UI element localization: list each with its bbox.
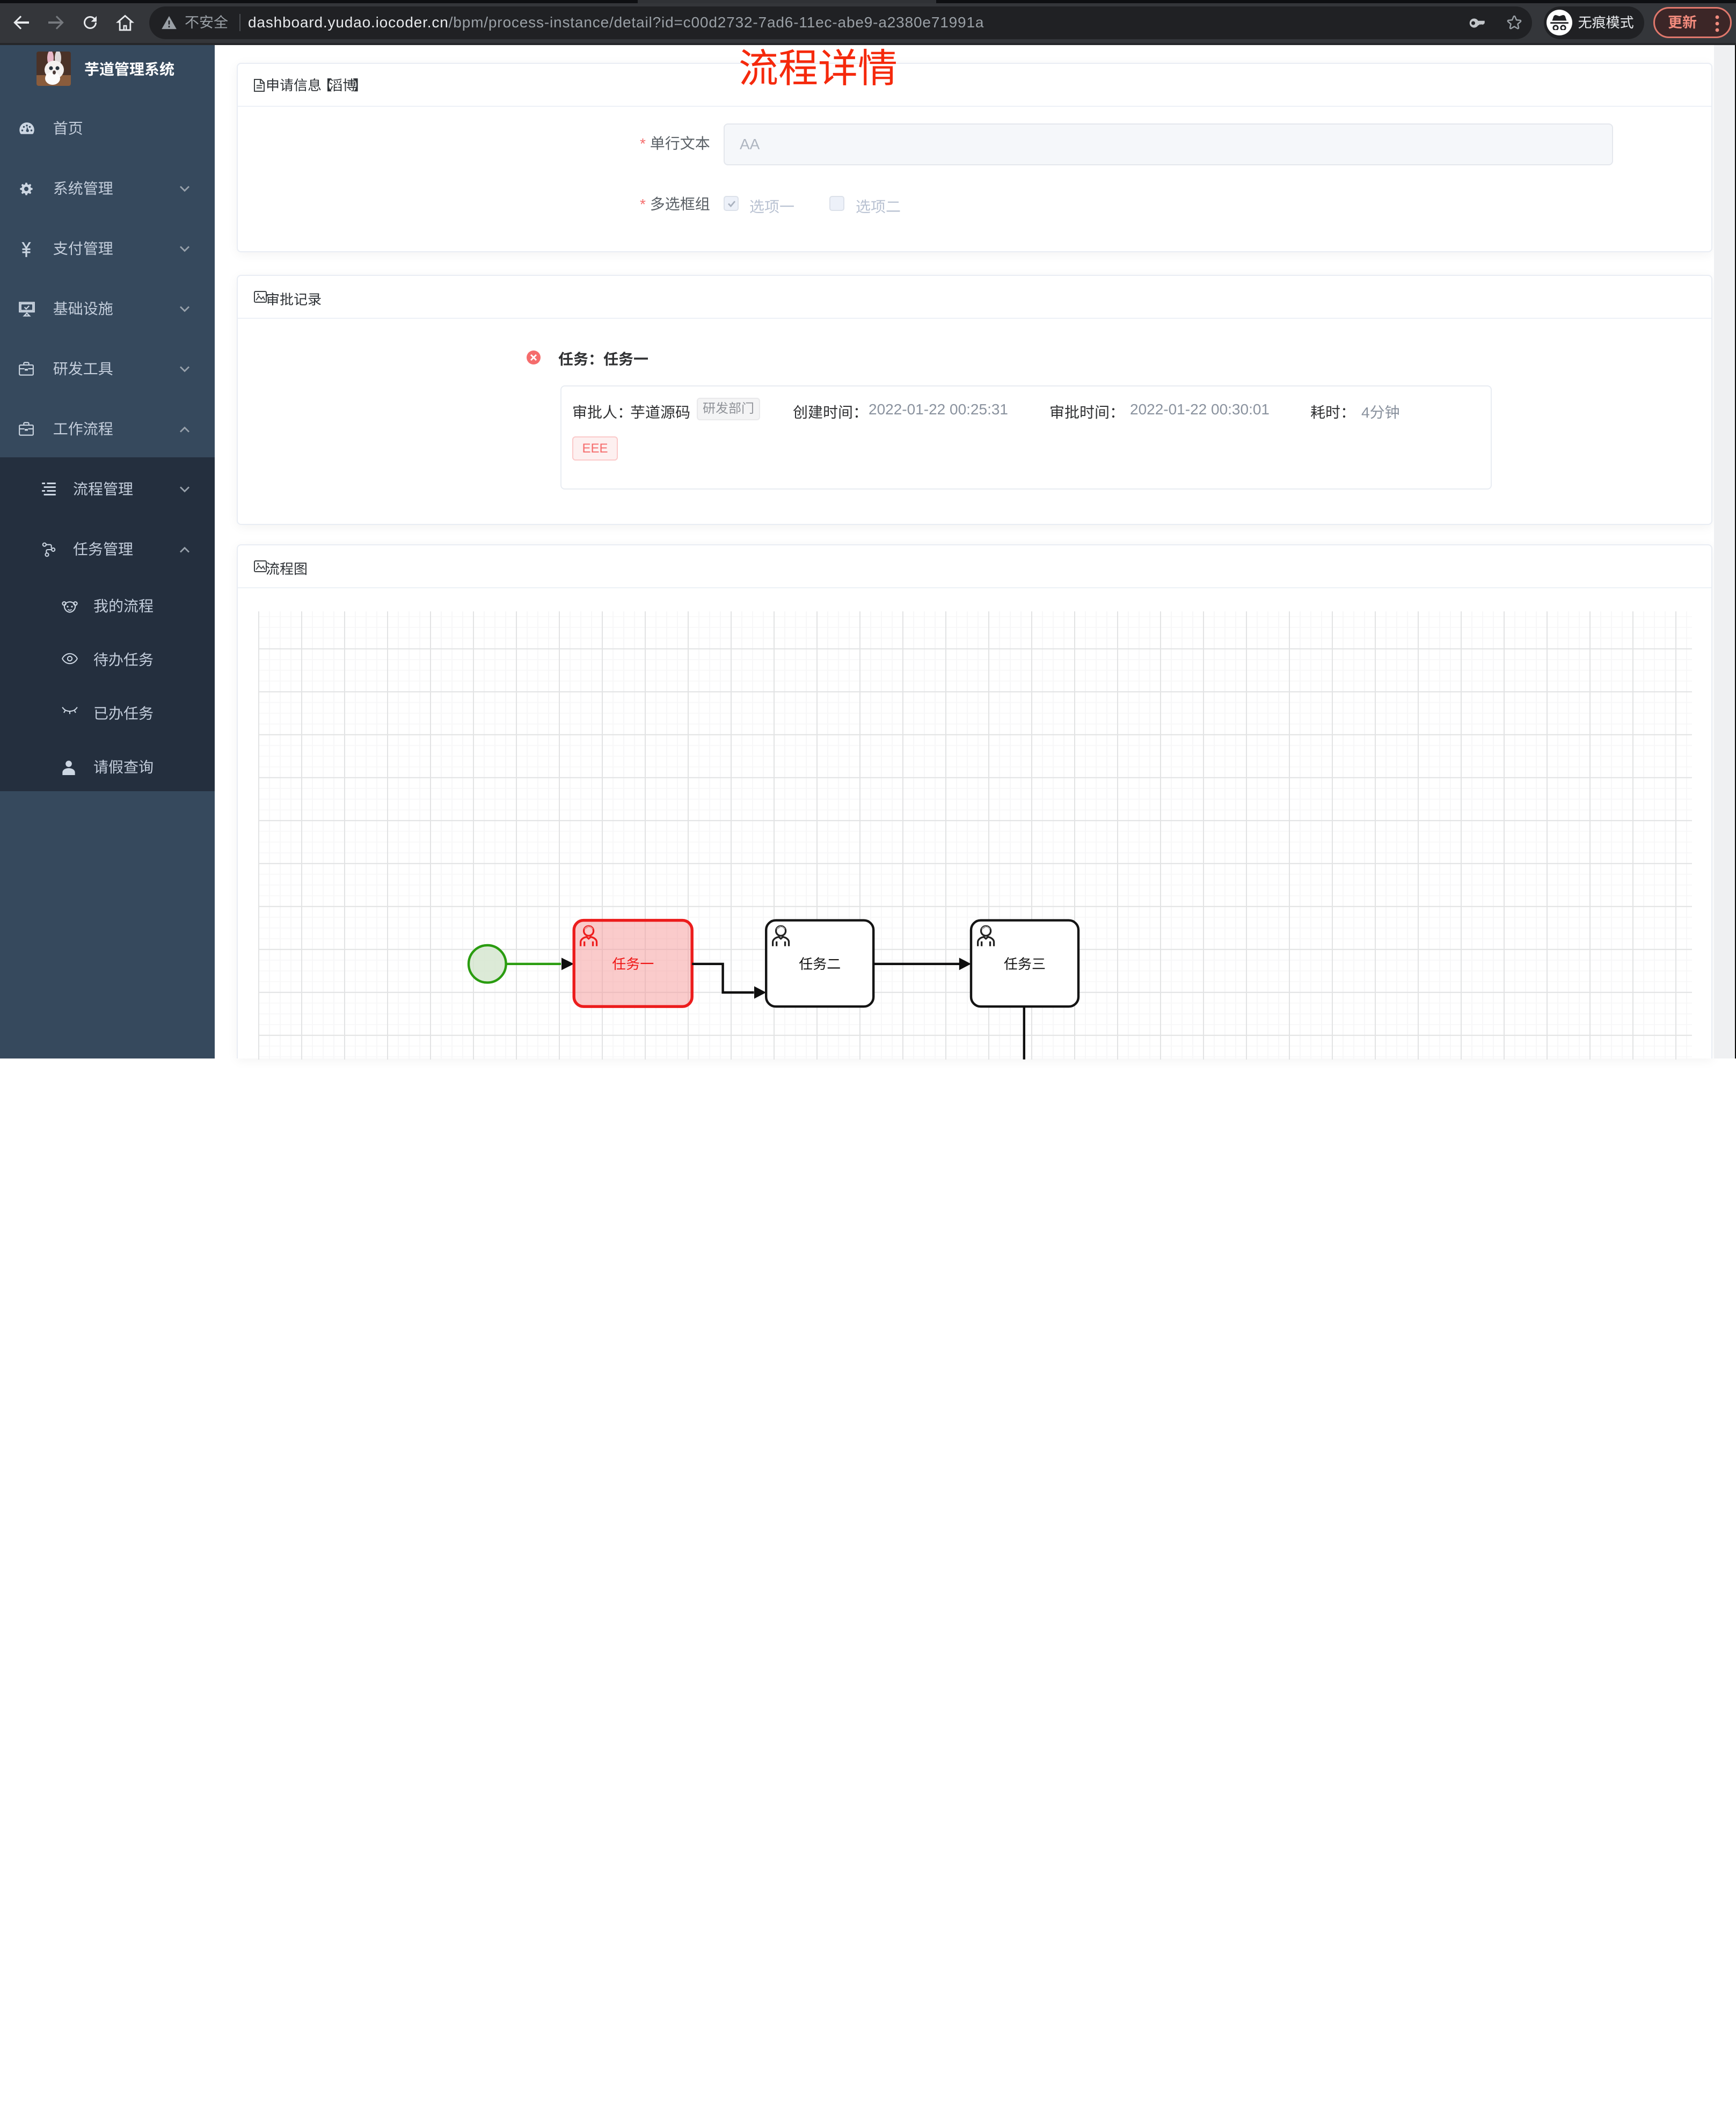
svg-text:任务三: 任务三 (1004, 956, 1046, 972)
svg-text:任务一: 任务一 (612, 956, 654, 972)
svg-text:任务二: 任务二 (799, 956, 841, 972)
